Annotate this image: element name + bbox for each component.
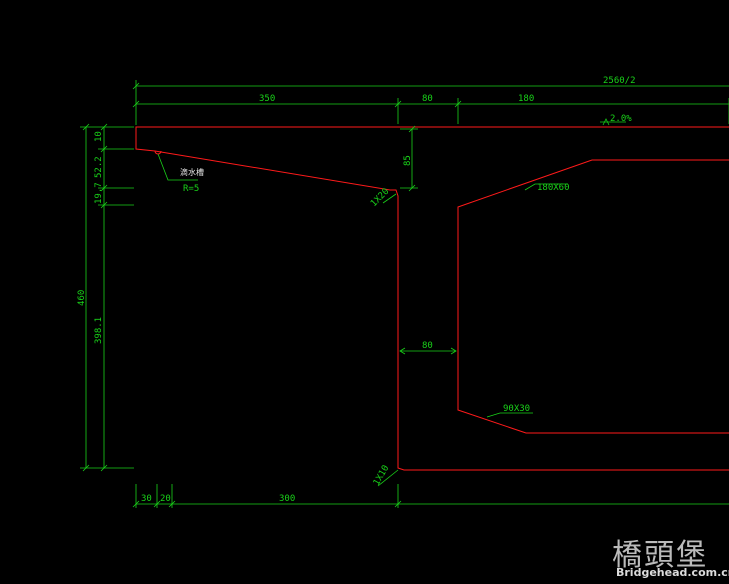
drip-groove xyxy=(154,150,162,155)
dim-left-460: 460 xyxy=(77,290,87,306)
dim-chamfer-bottom: 1X10 xyxy=(372,464,392,488)
outer-outline xyxy=(135,126,729,471)
dim-top-web: 80 xyxy=(422,94,433,104)
dim-cantilever-root: 85 xyxy=(403,155,413,166)
dim-left-52: 52.2 xyxy=(94,156,104,178)
dim-haunch-bottom: 90X30 xyxy=(503,404,530,414)
dim-left-10: 10 xyxy=(94,131,104,142)
dim-bottom-30: 30 xyxy=(141,494,152,504)
dim-total-half-width: 2560/2 xyxy=(603,76,636,86)
watermark-logo: 橋頭堡 xyxy=(612,538,708,573)
section-outline xyxy=(135,126,729,471)
dim-left-398: 398.1 xyxy=(94,317,104,344)
drip-groove-label: 滴水槽 xyxy=(180,167,204,177)
inner-cell-outline xyxy=(457,159,729,434)
dim-left-19: 19.7 xyxy=(94,182,104,204)
dim-top-cantilever: 350 xyxy=(259,94,275,104)
watermark-url: Bridgehead.com.cn xyxy=(616,566,729,579)
drip-groove-radius: R=5 xyxy=(183,184,199,194)
dim-haunch-top: 180X60 xyxy=(537,183,570,193)
dimension-lines xyxy=(80,80,729,508)
dim-bottom-20: 20 xyxy=(160,494,171,504)
dim-slope: 2.0% xyxy=(610,114,632,124)
dim-bottom-300: 300 xyxy=(279,494,295,504)
dim-top-deck: 180 xyxy=(518,94,534,104)
dim-web-mid: 80 xyxy=(422,341,433,351)
